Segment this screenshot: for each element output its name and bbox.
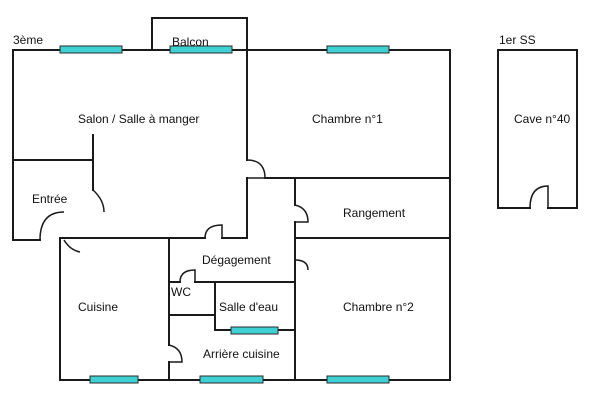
door-salon-degagement — [204, 224, 223, 239]
room-label-degagement: Dégagement — [202, 253, 271, 267]
window-salon — [59, 45, 123, 54]
room-label-cave: Cave n°40 — [514, 112, 570, 126]
door-entree-main — [39, 211, 65, 241]
doors — [39, 159, 549, 363]
room-label-entree: Entrée — [32, 192, 68, 206]
room-label-salon: Salon / Salle à manger — [78, 112, 199, 126]
windows — [59, 45, 390, 384]
walls — [12, 17, 578, 381]
cave-wall — [497, 49, 578, 209]
window-arriere-cuisine — [199, 375, 264, 384]
floor-label-main: 3ème — [13, 33, 43, 47]
door-chambre1 — [246, 159, 266, 179]
door-rangement — [294, 204, 309, 223]
door-wc — [179, 269, 196, 283]
balcony-wall — [151, 17, 248, 51]
outer-wall — [12, 49, 451, 381]
room-label-rangement: Rangement — [343, 206, 406, 220]
window-balcon — [169, 45, 233, 54]
labels: 3ème 1er SS Balcon Salon / Salle à mange… — [13, 33, 570, 361]
room-label-balcon: Balcon — [172, 35, 209, 49]
room-label-wc: WC — [171, 285, 191, 299]
room-label-arriere-cuisine: Arrière cuisine — [203, 347, 280, 361]
door-entree-cuisine — [63, 239, 81, 253]
room-label-salle-eau: Salle d'eau — [219, 300, 278, 314]
door-chambre2 — [294, 259, 309, 271]
door-entree-salon — [92, 189, 105, 213]
window-chambre2 — [326, 375, 390, 384]
window-salle-eau — [230, 326, 279, 335]
door-arriere-cuisine — [168, 344, 183, 363]
room-label-cuisine: Cuisine — [78, 300, 118, 314]
floor-label-basement: 1er SS — [499, 33, 536, 47]
room-label-chambre2: Chambre n°2 — [343, 300, 414, 314]
door-cave — [529, 185, 549, 209]
room-label-chambre1: Chambre n°1 — [312, 112, 383, 126]
window-cuisine — [89, 375, 139, 384]
window-chambre1 — [326, 45, 390, 54]
